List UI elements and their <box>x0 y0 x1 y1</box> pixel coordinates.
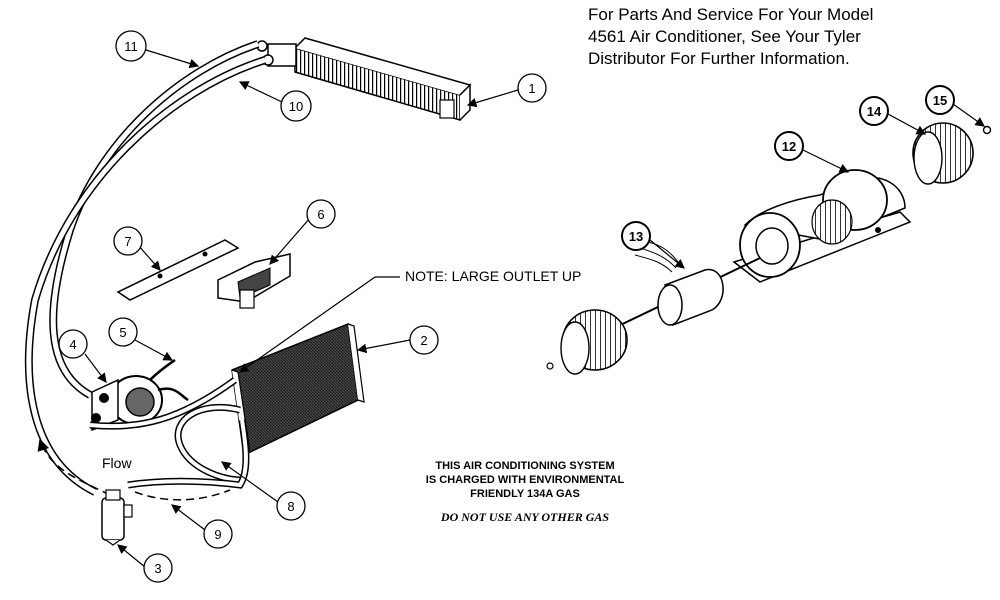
warning-line-3: FRIENDLY 134A GAS <box>470 488 580 500</box>
bracket-plate <box>116 239 240 301</box>
thermostat-bracket <box>217 253 291 309</box>
evaporator-coil <box>256 37 472 121</box>
blower-assembly <box>732 169 912 283</box>
callout-11: 11 <box>115 30 200 69</box>
hose-9 <box>127 419 250 489</box>
header-line-3: Distributor For Further Information. <box>588 49 850 68</box>
blower-wheel-right <box>912 122 974 185</box>
callout-2: 2 <box>356 325 439 355</box>
callout-12: 12 <box>774 131 850 173</box>
header-line-1: For Parts And Service For Your Model <box>588 5 874 24</box>
callout-13: 13 <box>621 221 685 269</box>
svg-text:5: 5 <box>119 325 126 340</box>
note-large-outlet: NOTE: LARGE OUTLET UP <box>405 268 581 284</box>
svg-text:8: 8 <box>287 499 294 514</box>
svg-text:11: 11 <box>124 39 138 54</box>
callout-5: 5 <box>108 317 174 361</box>
hose-8 <box>174 403 241 484</box>
note-leader <box>239 276 400 373</box>
warning-line-1: THIS AIR CONDITIONING SYSTEM <box>435 460 615 472</box>
callout-1: 1 <box>466 73 547 108</box>
svg-text:7: 7 <box>124 234 131 249</box>
warning-line-2: IS CHARGED WITH ENVIRONMENTAL <box>425 474 625 486</box>
blower-wheel-left <box>546 309 628 375</box>
callout-6: 6 <box>269 199 336 265</box>
compressor <box>91 358 189 432</box>
blower-motor <box>609 241 761 331</box>
header-line-2: 4561 Air Conditioner, See Your Tyler <box>588 27 861 46</box>
nut-15 <box>982 125 992 135</box>
receiver-drier <box>101 489 133 546</box>
flow-label: Flow <box>102 455 132 471</box>
callout-9: 9 <box>171 504 233 549</box>
flow-arrow <box>37 438 111 496</box>
callout-8: 8 <box>221 461 306 521</box>
svg-text:3: 3 <box>154 561 161 576</box>
callout-14: 14 <box>859 96 927 135</box>
header-note: For Parts And Service For Your Model 456… <box>588 4 873 70</box>
hose-compressor-link <box>89 377 238 430</box>
svg-text:12: 12 <box>782 139 796 154</box>
svg-text:1: 1 <box>528 81 535 96</box>
svg-text:13: 13 <box>629 229 643 244</box>
svg-text:2: 2 <box>420 333 427 348</box>
callout-3: 3 <box>117 544 173 583</box>
gas-warning: THIS AIR CONDITIONING SYSTEM IS CHARGED … <box>375 459 675 501</box>
callout-7: 7 <box>113 226 161 271</box>
svg-text:6: 6 <box>317 207 324 222</box>
flow-line-lower <box>134 489 231 501</box>
svg-text:4: 4 <box>69 337 76 352</box>
svg-text:14: 14 <box>867 104 882 119</box>
callout-10: 10 <box>238 81 312 122</box>
gas-warning-italic: DO NOT USE ANY OTHER GAS <box>440 510 610 524</box>
svg-text:15: 15 <box>933 93 947 108</box>
callout-15: 15 <box>925 85 985 127</box>
svg-text:10: 10 <box>289 99 303 114</box>
condenser-coil <box>231 322 365 457</box>
svg-text:9: 9 <box>214 527 221 542</box>
callout-4: 4 <box>58 329 107 383</box>
